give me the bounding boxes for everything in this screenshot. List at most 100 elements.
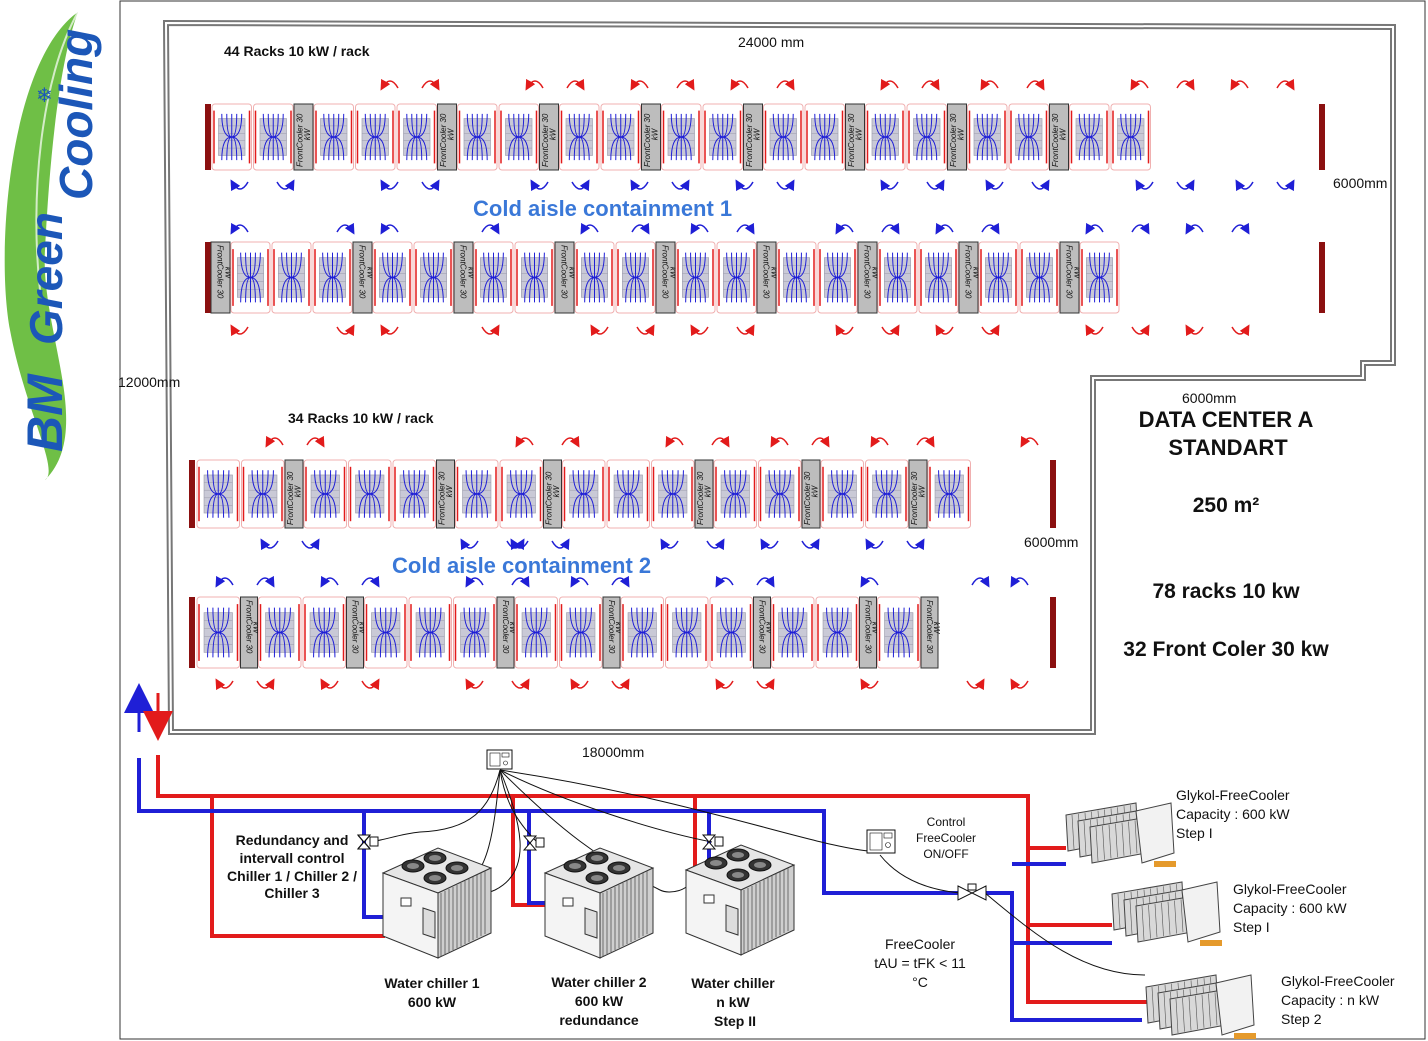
nameplate: [1234, 1033, 1256, 1039]
airflow-arrow: [256, 678, 275, 691]
airflow-arrow: [336, 222, 355, 235]
rack: [258, 596, 302, 669]
airflow-arrow: [215, 575, 234, 588]
chiller-n-label: Water chiller n kW Step II: [691, 975, 775, 1029]
rack: [763, 103, 804, 171]
dim-width-bottom: 18000mm: [582, 744, 644, 760]
airflow-arrow: [1085, 324, 1104, 337]
airflow-arrow: [511, 575, 530, 588]
airflow-arrow: [690, 222, 709, 235]
summary-racks: 78 racks 10 kw: [1152, 580, 1300, 603]
summary-title-2: STANDART: [1168, 435, 1288, 460]
airflow-arrow: [1231, 324, 1250, 337]
rack: [312, 241, 353, 314]
summary-title-1: DATA CENTER A: [1139, 407, 1314, 432]
rack: [230, 241, 271, 314]
airflow-arrow: [1230, 78, 1249, 91]
front-cooler-label: FrontCooler 30: [964, 245, 973, 299]
end-wall: [1050, 460, 1056, 528]
rack: [817, 241, 858, 314]
front-cooler-label: FrontCooler 30: [696, 471, 705, 525]
glykol-2-label: Glykol-FreeCooler Capacity : 600 kW Step…: [1233, 881, 1347, 935]
airflow-arrow: [515, 435, 534, 448]
redundancy-text: Redundancy and intervall control Chiller…: [227, 832, 357, 901]
front-cooler-unit: kW: [1072, 267, 1081, 280]
airflow-arrow: [1131, 222, 1150, 235]
front-cooler-label: FrontCooler 30: [1051, 113, 1060, 167]
rack: [865, 103, 906, 171]
airflow-arrow: [260, 538, 279, 551]
airflow-arrow: [715, 678, 734, 691]
front-cooler-unit: kW: [769, 267, 778, 280]
front-cooler-unit: kW: [668, 267, 677, 280]
water-chiller-icon: [381, 847, 493, 959]
airflow-arrow: [510, 538, 529, 551]
front-cooler-unit: kW: [466, 267, 475, 280]
airflow-arrow: [981, 324, 1000, 337]
airflow-arrow: [511, 678, 530, 691]
logo: Cooling Green BM ❄: [4, 11, 102, 480]
freecooler-condition: FreeCooler tAU = tFK < 11 °C: [874, 936, 966, 990]
rack: [408, 596, 452, 669]
airflow-arrow: [835, 324, 854, 337]
front-cooler-unit: kW: [549, 127, 558, 140]
svg-text:Step II: Step II: [714, 1013, 756, 1029]
rack: [978, 241, 1019, 314]
airflow-arrow: [985, 179, 1004, 192]
airflow-arrow: [736, 222, 755, 235]
airflow-arrow: [421, 78, 440, 91]
front-cooler-unit: kW: [614, 622, 623, 635]
rack: [355, 103, 396, 171]
svg-text:Capacity : n kW: Capacity : n kW: [1281, 992, 1380, 1008]
airflow-arrow: [465, 678, 484, 691]
airflow-arrow: [711, 435, 730, 448]
airflow-arrow: [1010, 678, 1029, 691]
front-cooler-label: FrontCooler 30: [358, 245, 367, 299]
rack: [1110, 103, 1151, 171]
front-cooler-unit: kW: [917, 484, 926, 497]
redundancy-line-3: Chiller 1 / Chiller 2 /: [227, 868, 357, 884]
rack: [396, 103, 437, 171]
airflow-arrow: [590, 324, 609, 337]
glykol-freecooler-icon: [1065, 802, 1176, 867]
end-wall: [205, 104, 211, 170]
airflow-arrow: [230, 179, 249, 192]
front-cooler-label: FrontCooler 30: [244, 600, 253, 654]
airflow-arrow: [571, 179, 590, 192]
airflow-arrow: [801, 538, 820, 551]
airflow-arrow: [770, 435, 789, 448]
redundancy-line-4: Chiller 3: [264, 885, 319, 901]
front-cooler-unit: kW: [223, 267, 232, 280]
chillers: [381, 844, 796, 959]
rack: [771, 596, 815, 669]
redundancy-line-1: Redundancy and: [236, 832, 349, 848]
snowflake-icon: ❄: [36, 85, 53, 107]
rack: [820, 459, 864, 529]
airflow-arrow: [611, 678, 630, 691]
airflow-arrow: [980, 78, 999, 91]
airflow-arrow: [561, 435, 580, 448]
airflow-arrow: [811, 435, 830, 448]
cold-aisle-2-label: Cold aisle containment 2: [392, 553, 651, 578]
front-cooler-label: FrontCooler 30: [757, 600, 766, 654]
rack: [1069, 103, 1110, 171]
rack: [877, 596, 921, 669]
svg-text:Step 2: Step 2: [1281, 1011, 1322, 1027]
end-wall: [189, 460, 195, 528]
airflow-arrow: [935, 222, 954, 235]
front-cooler-label: FrontCooler 30: [863, 600, 872, 654]
front-cooler-label: FrontCooler 30: [643, 113, 652, 167]
